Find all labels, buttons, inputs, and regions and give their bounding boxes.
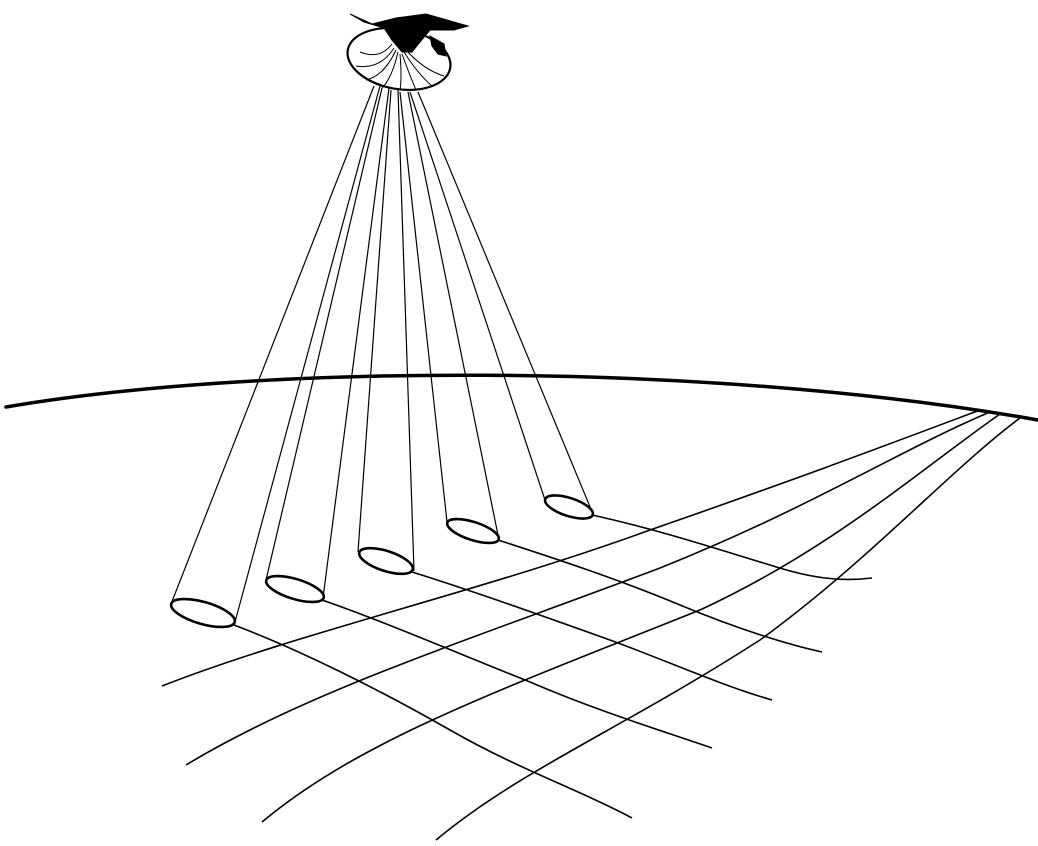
radar-beam-edge [358,90,391,552]
swath-grid-line [234,625,632,818]
beam-footprint [168,593,238,632]
radar-beam-edge [400,92,447,522]
beam-footprint [542,491,595,524]
swath-grid-line [436,418,1020,840]
swath-grid-line [412,572,772,700]
radar-beam-edge [171,86,374,604]
radar-beam-edge [266,88,382,580]
radar-beam-edge [408,92,499,540]
radar-beams [171,86,593,622]
earth-horizon-curve [6,375,1038,420]
radar-beam-edge [323,88,389,598]
radar-beam-edge [398,90,414,571]
radar-beam-edge [410,92,545,500]
beam-footprint [356,543,415,579]
swath-grid-line [592,515,872,579]
beam-footprint [263,571,326,608]
swath-grid-line [162,410,980,686]
beam-footprint [445,514,502,548]
radar-beam-edge [418,92,593,514]
swath-grid-line [498,540,822,652]
swath-grid-line [322,600,712,748]
